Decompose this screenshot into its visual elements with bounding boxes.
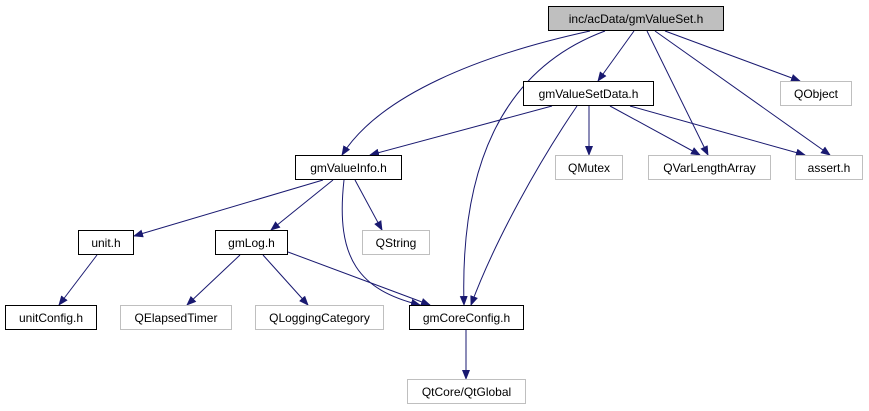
edge-gmvalueinfo-to-qstring	[354, 179, 383, 231]
node-unit[interactable]: unit.h	[78, 230, 134, 255]
node-qobject: QObject	[780, 81, 852, 106]
node-gmvalueinfo[interactable]: gmValueInfo.h	[295, 155, 402, 180]
node-gmvalueset-root[interactable]: inc/acData/gmValueSet.h	[548, 6, 724, 31]
node-gmvaluesetdata[interactable]: gmValueSetData.h	[523, 81, 654, 106]
edge-gmvaluesetdata-to-qvarlengtharray	[609, 105, 701, 156]
edge-gmvalueset-to-gmvalueinfo	[341, 30, 591, 156]
edge-gmlog-to-qloggingcategory	[262, 254, 309, 306]
edge-gmvalueinfo-to-unit	[133, 179, 324, 238]
edge-gmvaluesetdata-to-gmvalueinfo	[369, 105, 553, 157]
edge-gmvalueset-to-qvarlengtharray	[646, 30, 709, 156]
node-qelapsedtimer: QElapsedTimer	[120, 305, 232, 330]
edge-gmvalueinfo-to-gmcoreconfig	[341, 179, 421, 307]
edge-gmvalueset-to-qobject	[664, 30, 801, 82]
edge-unit-to-unitconfig	[58, 254, 98, 306]
node-qvarlengtharray: QVarLengthArray	[648, 155, 771, 180]
node-gmlog[interactable]: gmLog.h	[215, 230, 288, 255]
edge-gmlog-to-qelapsedtimer	[186, 254, 241, 306]
edge-gmvalueset-to-gmcoreconfig	[459, 30, 606, 306]
node-qstring: QString	[362, 230, 430, 255]
edge-gmvaluesetdata-to-gmcoreconfig	[470, 105, 578, 306]
edge-gmlog-to-gmcoreconfig	[287, 251, 431, 306]
edge-gmvalueinfo-to-gmlog	[270, 179, 334, 231]
edge-gmvalueset-to-assert	[654, 30, 831, 156]
edge-gmvaluesetdata-to-assert	[629, 105, 806, 157]
node-unitconfig[interactable]: unitConfig.h	[5, 305, 97, 330]
node-qtcore-qtglobal: QtCore/QtGlobal	[407, 379, 526, 404]
node-gmcoreconfig[interactable]: gmCoreConfig.h	[409, 305, 524, 330]
node-assert: assert.h	[795, 155, 863, 180]
node-qmutex: QMutex	[555, 155, 623, 180]
edge-gmvalueset-to-gmvaluesetdata	[597, 30, 635, 82]
node-qloggingcategory: QLoggingCategory	[255, 305, 384, 330]
